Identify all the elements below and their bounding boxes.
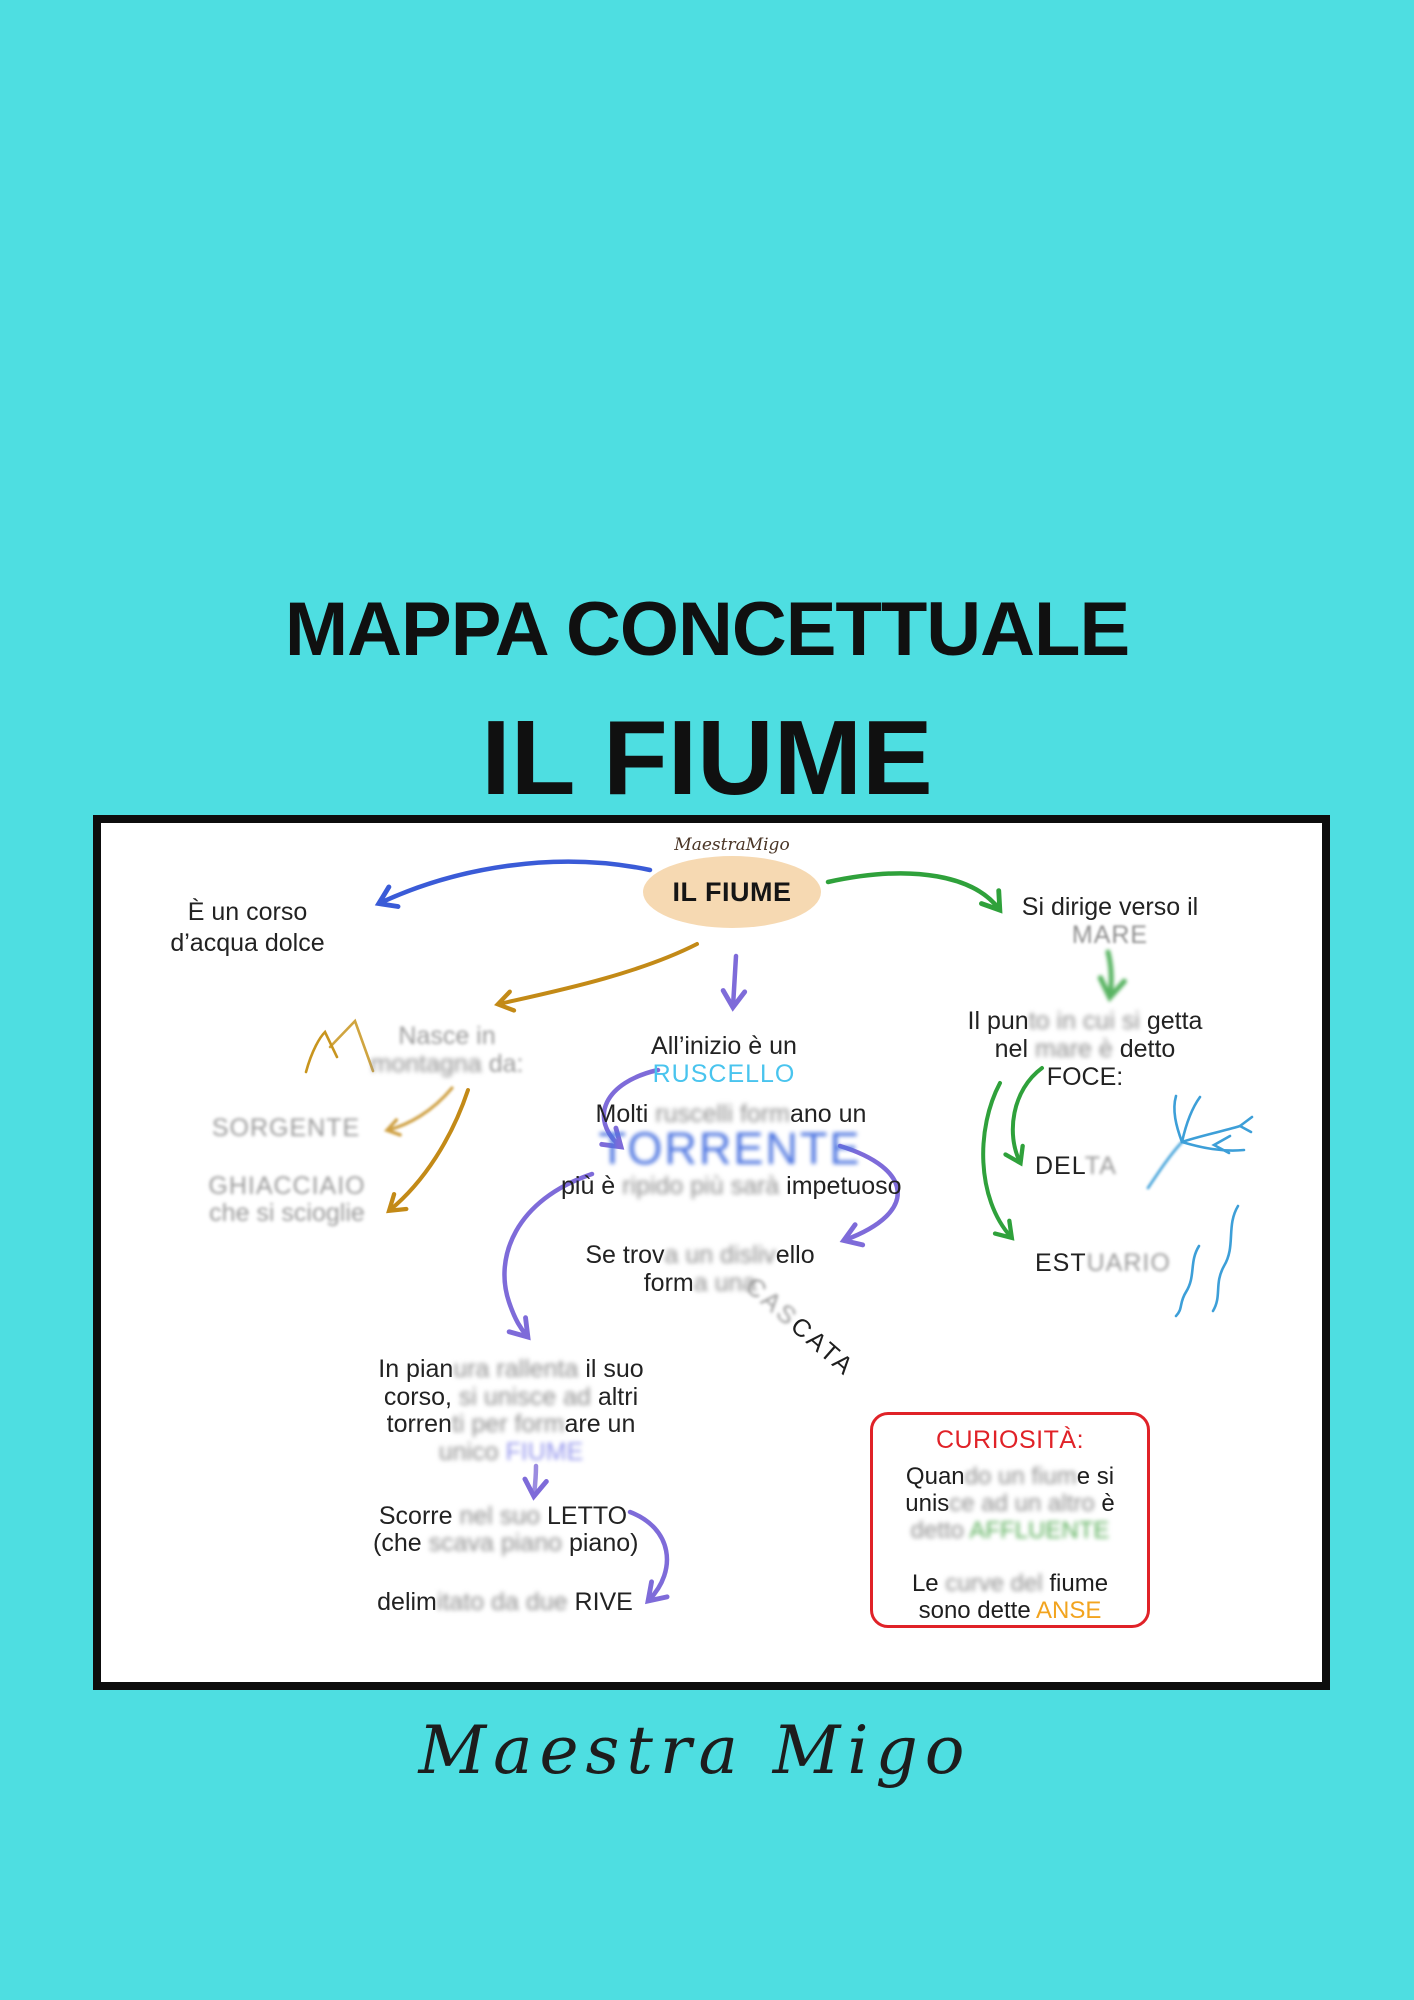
- node-foce: Il punto in cui si getta nel mare è dett…: [967, 1007, 1203, 1091]
- node-rive: delimitato da due RIVE: [377, 1588, 633, 1616]
- node-sorgente: SORGENTE: [211, 1114, 361, 1142]
- node-dislivello: Se trova un dislivello forma una: [585, 1241, 815, 1297]
- node-delta: DELTA: [1035, 1152, 1117, 1180]
- node-letto: Scorre nel suo LETTO (che scava piano pi…: [373, 1502, 639, 1557]
- node-nasce-in-montagna: Nasce in montagna da:: [370, 1022, 524, 1078]
- node-pianura-fiume: In pianura rallenta il suo corso, si uni…: [378, 1355, 644, 1466]
- central-node-il-fiume: IL FIUME: [643, 856, 821, 928]
- node-ghiacciaio: GHIACCIAIO che si scioglie: [208, 1172, 366, 1227]
- page-title: MAPPA CONCETTUALE: [284, 587, 1130, 672]
- maestra-migo-signature: Maestra Migo: [418, 1712, 972, 1789]
- maestra-migo-logo: MaestraMigo: [674, 835, 790, 855]
- node-estuario: ESTUARIO: [1035, 1249, 1171, 1277]
- curiosity-paragraph-anse: Le curve del fiume sono dette ANSE: [911, 1570, 1109, 1624]
- curiosity-box: CURIOSITÀ: Quando un fiume si unisce ad …: [870, 1412, 1150, 1628]
- node-impetuoso: più è ripido più sarà impetuoso: [561, 1172, 902, 1200]
- curiosity-title: CURIOSITÀ:: [935, 1426, 1085, 1454]
- node-corso-acqua-dolce: È un corso d’acqua dolce: [170, 898, 325, 957]
- node-dirige-mare: Si dirige verso il MARE: [1021, 893, 1199, 949]
- curiosity-paragraph-affluente: Quando un fiume si unisce ad un altro è …: [905, 1463, 1115, 1544]
- page-subtitle: IL FIUME: [481, 699, 933, 817]
- central-node-label: IL FIUME: [672, 876, 792, 907]
- node-ruscello: All’inizio è un RUSCELLO: [651, 1032, 797, 1088]
